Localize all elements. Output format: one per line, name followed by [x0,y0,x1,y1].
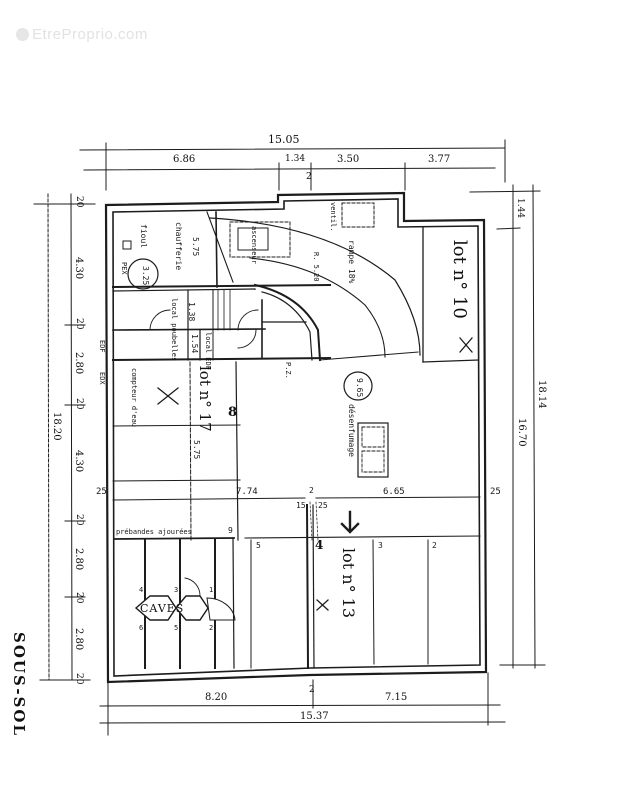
lot-17-number: 8 [228,405,238,420]
lot-13-label: lot n° 13 [339,548,358,619]
parking-number: 3 [378,541,383,550]
lot-10-label: lot n° 10 [449,240,470,319]
cave-number: 2 [209,624,214,632]
watermark-logo-icon [16,28,29,41]
radius-label: R. 5.20 [312,252,320,282]
dim-top-seg1: 6.86 [173,154,196,165]
dim-right-overall: 18.14 [536,380,547,409]
dim-top-seg4: 3.77 [428,154,451,165]
room-prebandes: prébandes ajourées [116,528,192,536]
dim-right-inner: 16.70 [516,418,527,447]
room-desenfumage: désenfumage [347,404,356,457]
dim-inner-row-left: 7.74 [236,487,258,497]
dim-inner-depth-a: 1.38 [187,302,196,322]
room-fioul: fioul [139,224,148,249]
plan-title: SOUS-SOL [10,632,28,738]
watermark-text: EtreProprio.com [32,26,148,43]
cave-number: 4 [139,586,144,594]
parking-number: 9 [228,526,233,535]
room-caves: CAVES [140,602,185,615]
dim-inner-mid-wall: 2 [309,486,314,495]
cave-number: 5 [174,624,179,632]
lot-17-label: lot n° 17 [196,366,214,432]
parking-number: 5 [256,541,261,550]
room-rampe: rampe 18% [347,240,356,284]
room-edf: EDF [98,340,106,353]
dim-inner-row-right: 6.65 [383,487,405,497]
room-ventil: ventil. [329,202,337,232]
dim-left-seg-2: 4.30 [73,450,84,473]
dim-left-wall-1: 20 [74,318,84,330]
dim-inner-depth-b: 1.54 [190,334,199,354]
dim-bottom-wall: 2 [309,685,315,695]
dim-inner-mid-a: 15 [296,501,306,510]
dim-bottom-seg1: 8.20 [205,692,228,703]
cave-number: 6 [139,624,144,632]
dim-left-wall-3: 20 [74,514,84,526]
watermark: EtreProprio.com [16,26,148,43]
dim-top-overall: 15.05 [268,133,300,146]
dim-inner-left-mark: 25 [96,487,107,497]
room-chaufferie: chaufferie [174,222,183,271]
dim-inner-width-b: 5.75 [192,440,201,460]
dim-left-wall-0: 20 [74,196,84,208]
dim-top-seg3: 3.50 [337,154,360,165]
radius-small: 3.25 [141,266,150,286]
parking-number: 2 [432,541,437,550]
room-edx: EDX [98,372,106,385]
lot-13-number: 4 [315,538,324,552]
dim-left-wall-5: 20 [74,673,84,685]
dim-left-seg-0: 4.30 [73,257,84,280]
dim-top-wall: 2 [306,172,312,182]
dim-left-wall-2: 20 [74,398,84,410]
room-ascenseur: ascenseur [250,226,258,264]
dim-inner-width-a: 5.75 [191,237,200,257]
radius-center: 9.65 [355,378,364,398]
dim-bottom-overall: 15.37 [300,711,329,722]
room-pex: PEX [120,262,128,275]
dim-top-seg2: 1.34 [285,154,306,164]
cave-number: 3 [174,586,179,594]
dim-left-overall: 18.20 [51,412,62,441]
room-local-poubelles: local poubelles [170,298,178,362]
dim-left-seg-4: 2.80 [73,628,84,651]
dim-inner-right-mark: 25 [490,487,501,497]
dim-right-top: 1.44 [515,198,525,219]
room-local-edf: local EDF [204,332,212,370]
cave-number: 1 [209,586,214,594]
room-compteur-eau: compteur d'eau [130,368,138,428]
dim-bottom-seg2: 7.15 [385,692,408,703]
label-pz: P.Z. [284,362,292,379]
dim-left-seg-1: 2.80 [73,352,84,375]
dim-left-wall-4: 20 [74,592,84,604]
dim-inner-mid-b: 25 [318,501,328,510]
dim-left-seg-3: 2.80 [73,548,84,571]
